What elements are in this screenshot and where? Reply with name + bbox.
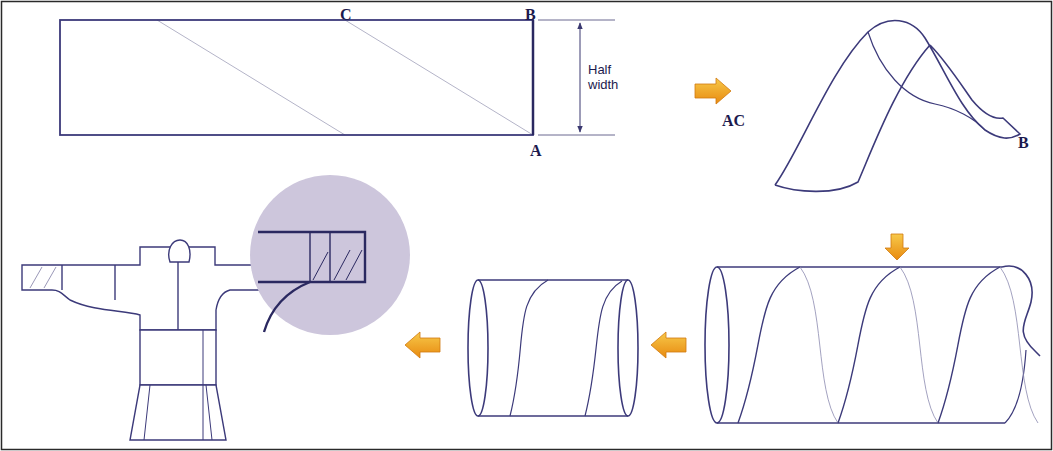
spiral-cylinder	[585, 281, 622, 416]
folded-strip	[775, 45, 930, 191]
garment	[61, 265, 62, 290]
step-arrow	[405, 332, 440, 358]
point-label: AC	[722, 112, 745, 130]
spiral-cylinder	[705, 266, 1040, 423]
detail-circle	[309, 232, 310, 282]
garment	[144, 385, 150, 440]
spiral-cylinder	[717, 266, 1002, 268]
folded-strip	[775, 21, 1020, 192]
spiral-cylinder	[478, 279, 628, 281]
point-label: A	[530, 142, 542, 160]
garment	[30, 267, 42, 288]
spiral-cylinder	[1002, 266, 1040, 356]
spiral-seam	[800, 267, 838, 423]
dimension-marker	[580, 23, 581, 132]
spiral-cylinder	[478, 415, 628, 417]
detail-circle	[250, 175, 410, 335]
detail-circle	[250, 175, 410, 335]
garment	[140, 330, 216, 385]
fabric-strip	[532, 20, 535, 135]
spiral-seam	[738, 267, 800, 423]
garment	[130, 385, 226, 440]
spiral-cylinder	[618, 280, 638, 416]
garment	[22, 240, 262, 440]
garment	[169, 240, 190, 262]
dimension-label: Half width	[588, 62, 636, 92]
detail-circle	[258, 232, 365, 282]
garment	[177, 262, 178, 330]
detail-circle	[346, 250, 362, 280]
spiral-seam	[738, 267, 1038, 423]
spiral-seam	[900, 267, 938, 423]
folded-strip	[775, 21, 1020, 185]
spiral-cylinder	[510, 280, 548, 416]
dimension-marker	[538, 20, 615, 21]
spiral-seam	[938, 267, 1000, 423]
spiral-cylinder	[717, 422, 1005, 424]
fabric-strip	[60, 20, 533, 135]
step-arrow	[695, 78, 731, 104]
spiral-seam	[1000, 267, 1038, 423]
detail-circle	[313, 252, 328, 280]
dimension-marker	[538, 135, 615, 136]
point-label: B	[525, 6, 536, 24]
spiral-seam	[838, 267, 900, 423]
spiral-cylinder	[468, 280, 638, 416]
step-arrow	[651, 332, 686, 358]
folded-strip	[868, 32, 985, 130]
fabric-strip	[60, 20, 533, 135]
spiral-cylinder	[1005, 350, 1026, 423]
detail-circle	[334, 250, 350, 280]
garment	[22, 247, 262, 330]
garment	[114, 265, 115, 300]
spiral-cylinder	[468, 280, 488, 416]
garment	[203, 330, 204, 440]
detail-circle	[264, 282, 310, 332]
point-label: C	[340, 6, 352, 24]
spiral-cylinder	[705, 267, 729, 423]
fabric-strip	[345, 20, 533, 135]
point-label: B	[1018, 134, 1029, 152]
garment	[206, 385, 212, 440]
detail-circle	[329, 232, 330, 282]
fabric-strip	[157, 20, 345, 135]
step-arrow	[885, 234, 909, 260]
garment	[44, 267, 56, 288]
